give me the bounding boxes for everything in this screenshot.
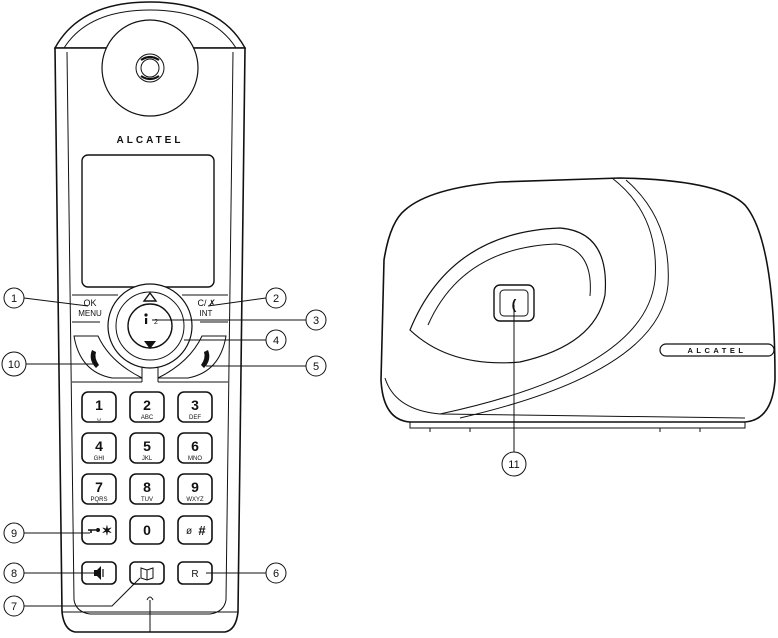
handset-brand: ALCATEL [117, 135, 184, 146]
svg-text:4: 4 [273, 335, 279, 347]
svg-text:TUV: TUV [141, 497, 153, 503]
callout-1: 1 [3, 287, 89, 309]
svg-text:3: 3 [191, 397, 199, 413]
svg-text:✶: ✶ [102, 523, 113, 538]
recall-button[interactable]: R [177, 561, 213, 585]
key-2[interactable]: 2 ABC [129, 391, 165, 423]
keypad: 1 ␣ 2 ABC 3 DEF 4 GHI 5 JKL [81, 391, 213, 585]
svg-text:2: 2 [273, 293, 279, 305]
callout-8: 8 [3, 562, 96, 584]
key-7[interactable]: 7 PQRS [81, 473, 117, 505]
key-8[interactable]: 8 TUV [129, 473, 165, 505]
down-arrow-icon [144, 341, 156, 349]
svg-text:OK: OK [83, 298, 96, 308]
svg-text:8: 8 [11, 568, 17, 580]
key-star[interactable]: ✶ [81, 515, 117, 545]
svg-text:R: R [191, 569, 198, 580]
svg-text:#: # [198, 523, 206, 538]
svg-text:MENU: MENU [78, 309, 102, 318]
key-1[interactable]: 1 ␣ [81, 391, 117, 423]
up-arrow-icon [142, 291, 158, 302]
svg-text:DEF: DEF [189, 415, 201, 421]
callout-4: 4 [184, 329, 287, 351]
base-station: ( ALCATEL [380, 177, 776, 432]
svg-text:4: 4 [95, 438, 103, 454]
earpiece [101, 19, 199, 117]
callouts: 1 2 3 4 5 6 [1, 287, 527, 617]
svg-text:GHI: GHI [94, 456, 105, 462]
phonebook-icon [140, 567, 154, 581]
svg-text:6: 6 [273, 568, 279, 580]
svg-text:PQRS: PQRS [90, 497, 107, 503]
svg-text:2: 2 [143, 397, 151, 413]
svg-text:ABC: ABC [141, 415, 154, 421]
svg-text:7: 7 [95, 479, 103, 495]
callout-11: 11 [501, 305, 527, 477]
callout-6: 6 [206, 562, 287, 584]
key-4[interactable]: 4 GHI [81, 432, 117, 464]
key-9[interactable]: 9 WXYZ [177, 473, 213, 505]
hangup-button[interactable] [157, 335, 227, 379]
key-0[interactable]: 0 [129, 515, 165, 545]
svg-text:11: 11 [508, 459, 519, 471]
handset-display [81, 154, 215, 288]
callout-9: 9 [3, 522, 90, 544]
callout-3: 3 [152, 309, 327, 331]
svg-text:7: 7 [11, 601, 17, 613]
svg-text:9: 9 [191, 479, 199, 495]
handset-info-icon: 2 [144, 313, 158, 326]
ringer-off-icon: ø [186, 526, 192, 537]
svg-text:3: 3 [313, 315, 319, 327]
paging-icon: ( [512, 296, 517, 312]
callout-10: 10 [1, 351, 96, 377]
callout-7: 7 [3, 577, 141, 617]
base-brand: ALCATEL [688, 346, 747, 355]
key-5[interactable]: 5 JKL [129, 432, 165, 464]
paging-button[interactable]: ( [493, 284, 535, 322]
base-brand-strip [659, 343, 775, 357]
key-lock-icon [88, 529, 96, 533]
phone-hangup-icon [201, 350, 210, 368]
speaker-button[interactable] [81, 561, 117, 585]
svg-text:0: 0 [143, 522, 151, 538]
svg-text:6: 6 [191, 438, 199, 454]
svg-text:␣: ␣ [97, 415, 101, 421]
svg-text:INT: INT [200, 309, 213, 318]
key-6[interactable]: 6 MNO [177, 432, 213, 464]
speaker-icon [94, 566, 101, 580]
svg-text:2: 2 [154, 319, 158, 326]
key-hash[interactable]: ø # [177, 515, 213, 545]
callout-2: 2 [207, 287, 287, 309]
phonebook-button[interactable] [129, 561, 165, 585]
svg-text:C/: C/ [198, 298, 207, 308]
svg-text:5: 5 [143, 438, 151, 454]
svg-text:9: 9 [11, 528, 17, 540]
ok-menu-button[interactable]: OK MENU [78, 298, 102, 318]
mute-icon: ✗ [208, 298, 216, 308]
svg-text:1: 1 [95, 397, 103, 413]
svg-text:8: 8 [143, 479, 151, 495]
callout-5: 5 [206, 355, 327, 377]
clear-intercom-button[interactable]: C/ ✗ INT [198, 298, 216, 318]
svg-text:10: 10 [8, 359, 20, 371]
key-3[interactable]: 3 DEF [177, 391, 213, 423]
handset: ALCATEL OK MENU C/ ✗ INT 2 [53, 1, 247, 633]
svg-text:5: 5 [313, 361, 319, 373]
svg-text:MNO: MNO [188, 456, 202, 462]
svg-text:JKL: JKL [142, 456, 153, 462]
svg-text:WXYZ: WXYZ [186, 497, 204, 503]
svg-text:1: 1 [11, 293, 17, 305]
